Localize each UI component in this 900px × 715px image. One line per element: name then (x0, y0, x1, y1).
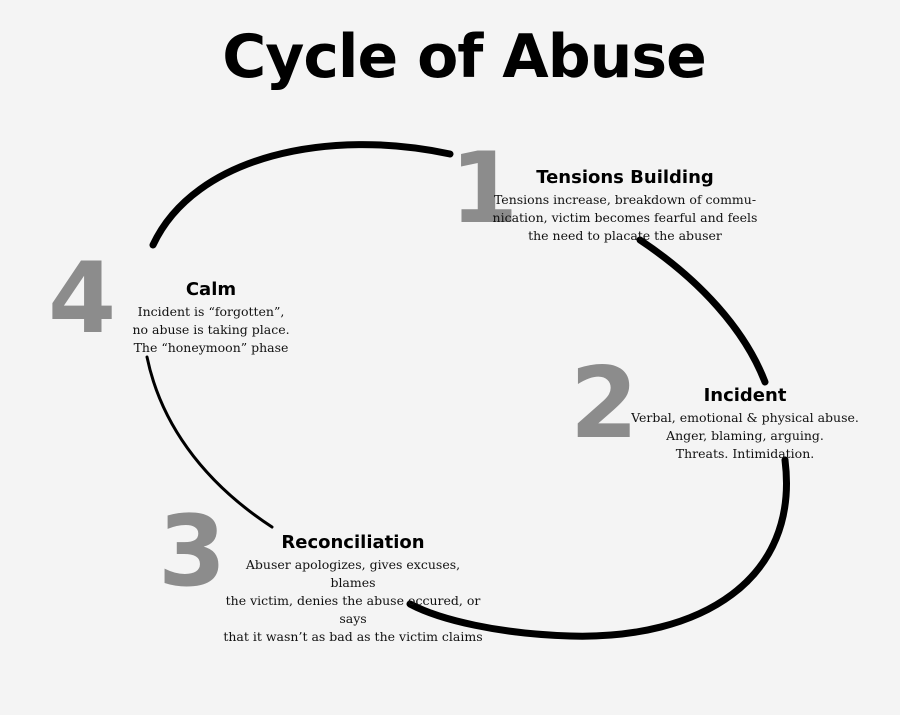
stage-4-calm: Calm Incident is “forgotten”, no abuse i… (126, 279, 296, 357)
stage-2-line: Anger, blaming, arguing. (666, 428, 824, 443)
arc-calm-to-tensions (149, 141, 454, 249)
arc-incident-to-reconciliation (406, 456, 790, 640)
stage-2-line: Verbal, emotional & physical abuse. (631, 410, 859, 425)
stage-3-line: the victim, denies the abuse occured, or… (225, 593, 481, 626)
stage-4-number: 4 (48, 242, 117, 356)
diagram-title: Cycle of Abuse (222, 22, 707, 92)
stage-2-number: 2 (570, 347, 639, 461)
stage-3-number: 3 (158, 495, 227, 609)
stage-1-line: Tensions increase, breakdown of commu- (493, 192, 757, 207)
stage-2-description: Verbal, emotional & physical abuse. Ange… (630, 409, 860, 463)
stage-4-line: no abuse is taking place. (132, 322, 290, 337)
stage-1-tensions-building: Tensions Building Tensions increase, bre… (490, 167, 760, 245)
stage-1-number: 1 (450, 132, 519, 246)
stage-1-line: nication, victim becomes fearful and fee… (492, 210, 758, 225)
stage-1-description: Tensions increase, breakdown of commu- n… (490, 191, 760, 245)
stage-3-line: that it wasn’t as bad as the victim clai… (223, 629, 483, 644)
stage-1-line: the need to placate the abuser (528, 228, 722, 243)
stage-2-line: Threats. Intimidation. (675, 446, 815, 461)
stage-2-heading: Incident (703, 385, 787, 406)
stage-4-description: Incident is “forgotten”, no abuse is tak… (126, 303, 296, 357)
stage-3-line: Abuser apologizes, gives excuses, blames (245, 557, 461, 590)
stage-1-heading: Tensions Building (536, 167, 714, 188)
arc-reconciliation-to-calm (145, 355, 274, 529)
stage-3-reconciliation: Reconciliation Abuser apologizes, gives … (222, 532, 484, 646)
stage-4-heading: Calm (185, 279, 237, 300)
arc-tensions-to-incident (636, 236, 769, 386)
stage-4-line: Incident is “forgotten”, (137, 304, 285, 319)
stage-4-line: The “honeymoon” phase (133, 340, 289, 355)
stage-2-incident: Incident Verbal, emotional & physical ab… (630, 385, 860, 463)
stage-3-description: Abuser apologizes, gives excuses, blames… (222, 556, 484, 646)
stage-3-heading: Reconciliation (281, 532, 425, 553)
